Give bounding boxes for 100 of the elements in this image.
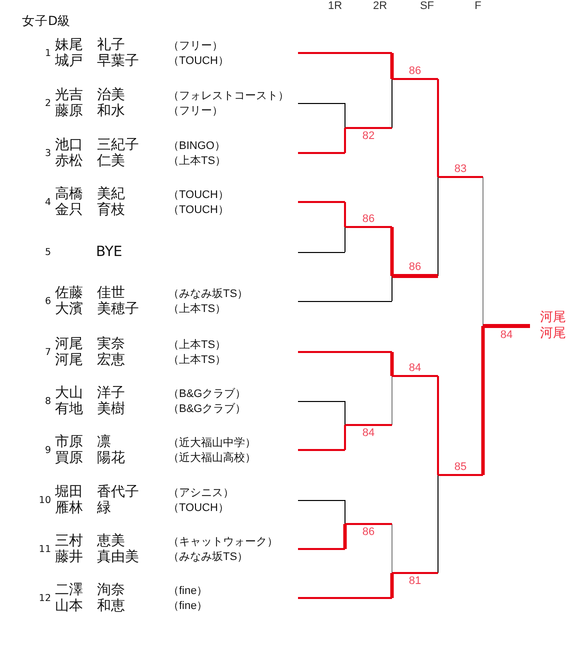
club-name: （フリー）: [168, 39, 223, 53]
score-label: 82: [362, 130, 375, 143]
club-name: （B&Gクラブ）: [168, 402, 246, 416]
seed-number: 10: [38, 495, 51, 506]
player-name: 妹尾 礼子: [55, 37, 125, 53]
bracket-line: [344, 102, 346, 128]
bracket-line: [344, 400, 346, 426]
bye-entry: BYE: [96, 244, 122, 260]
player-name: 赤松 仁美: [55, 153, 125, 169]
winner-name: 河尾: [540, 310, 566, 326]
seed-number: 11: [38, 544, 51, 555]
score-label: 81: [408, 575, 422, 588]
bracket-line: [390, 350, 394, 376]
seed-number: 1: [44, 48, 51, 59]
bracket-line: [344, 128, 346, 154]
round-label: 1R: [328, 0, 342, 12]
player-name: 大山 洋子: [55, 385, 125, 401]
player-name: 大濱 美穂子: [55, 301, 139, 317]
round-label: SF: [420, 0, 434, 12]
bracket-line: [481, 326, 485, 477]
bracket-line: [437, 78, 439, 177]
player-name: 佐藤 佳世: [55, 285, 125, 301]
bracket-line: [344, 425, 346, 451]
club-name: （TOUCH）: [168, 501, 229, 515]
result-line: [345, 523, 392, 538]
bracket-line: [344, 226, 346, 252]
score-label: 83: [454, 163, 467, 176]
bracket-line: [390, 573, 394, 600]
club-name: （フォレストコースト）: [168, 89, 289, 103]
seed-number: 12: [38, 593, 51, 604]
result-line: [345, 127, 392, 142]
player-name: 光吉 治美: [55, 87, 125, 103]
result-line: [438, 461, 483, 476]
club-name: （上本TS）: [168, 338, 226, 352]
bracket-line: [343, 524, 347, 551]
player-name: 池口 三紀子: [55, 137, 139, 153]
player-name: 城戸 早葉子: [55, 53, 139, 69]
bracket-line: [390, 51, 394, 79]
player-name: 金只 育枝: [55, 202, 125, 218]
result-line: [345, 213, 392, 228]
club-name: （上本TS）: [168, 353, 226, 367]
bracket-line: [390, 225, 394, 276]
seed-number: 9: [44, 445, 51, 456]
club-name: （上本TS）: [168, 302, 226, 316]
player-name: 雁林 緑: [55, 500, 111, 516]
bracket-line: [482, 176, 484, 326]
club-name: （フリー）: [168, 104, 223, 118]
seed-number: 8: [44, 396, 51, 407]
club-name: （上本TS）: [168, 154, 226, 168]
player-name: 有地 美樹: [55, 401, 125, 417]
round-label: 2R: [372, 0, 388, 12]
score-label: 86: [362, 213, 375, 226]
round-label: F: [474, 0, 482, 12]
score-label: 84: [362, 427, 375, 440]
club-name: （近大福山高校）: [168, 451, 256, 465]
score-label: 86: [362, 526, 375, 539]
club-name: （fine）: [168, 584, 208, 598]
club-name: （TOUCH）: [168, 203, 229, 217]
bracket-line: [437, 375, 439, 475]
player-name: 二澤 洵奈: [55, 582, 125, 598]
club-name: （アシニス）: [168, 486, 234, 500]
club-name: （TOUCH）: [168, 188, 229, 202]
seed-number: 5: [44, 247, 51, 258]
club-name: （みなみ坂TS）: [168, 550, 248, 564]
seed-number: 2: [44, 98, 51, 109]
score-label: 86: [408, 261, 422, 274]
player-name: 市原 凛: [55, 434, 111, 450]
club-name: （みなみ坂TS）: [168, 287, 248, 301]
result-line: [392, 362, 438, 377]
player-name: 堀田 香代子: [55, 484, 139, 500]
result-line: [483, 324, 530, 341]
score-label: 86: [408, 65, 422, 78]
bracket-line: [344, 201, 346, 227]
club-name: （B&Gクラブ）: [168, 387, 246, 401]
seed-number: 7: [44, 347, 51, 358]
club-name: （キャットウォーク）: [168, 535, 278, 549]
bracket-title: 女子D級: [22, 13, 71, 29]
player-name: 河尾 実奈: [55, 336, 125, 352]
result-line: [392, 261, 438, 278]
player-name: 買原 陽花: [55, 450, 125, 466]
result-line: [345, 424, 392, 439]
score-label: 84: [500, 329, 513, 342]
seed-number: 6: [44, 296, 51, 307]
club-name: （BINGO）: [168, 139, 226, 153]
result-line: [392, 65, 438, 80]
player-name: 山本 和恵: [55, 598, 125, 614]
player-name: 三村 恵美: [55, 533, 125, 549]
seed-number: 3: [44, 148, 51, 159]
bracket-line: [344, 500, 346, 524]
player-name: 藤井 真由美: [55, 549, 139, 565]
winner-name: 河尾: [540, 326, 566, 342]
score-label: 84: [408, 362, 422, 375]
player-name: 藤原 和水: [55, 103, 125, 119]
result-line: [392, 572, 438, 587]
result-line: [438, 163, 483, 178]
club-name: （近大福山中学）: [168, 436, 256, 450]
score-label: 85: [454, 461, 467, 474]
player-name: 高橋 美紀: [55, 186, 125, 202]
player-name: 河尾 宏恵: [55, 352, 125, 368]
club-name: （TOUCH）: [168, 54, 229, 68]
